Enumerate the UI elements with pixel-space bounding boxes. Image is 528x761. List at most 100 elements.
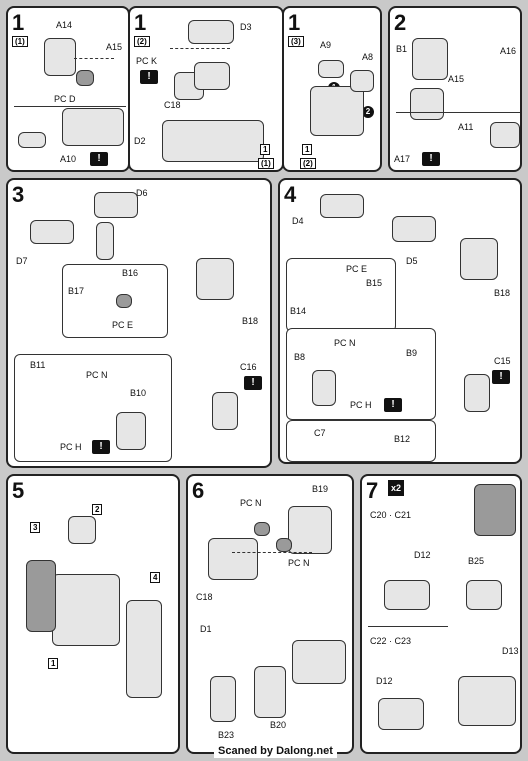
sensor-part bbox=[490, 122, 520, 148]
part-label: B8 bbox=[294, 352, 306, 362]
torso-part bbox=[208, 538, 258, 580]
step-number: 7 bbox=[366, 478, 379, 503]
assembly-arrow bbox=[74, 58, 114, 59]
part-label: D5 bbox=[406, 256, 418, 266]
part-label: D12 bbox=[414, 550, 431, 560]
part-label: D6 bbox=[136, 188, 148, 198]
part-label: D4 bbox=[292, 216, 304, 226]
step-number: 3 bbox=[12, 182, 25, 207]
part-label: C15 bbox=[494, 356, 511, 366]
poly-cap-part bbox=[116, 294, 132, 308]
assembly-arrow bbox=[232, 552, 312, 553]
step-number: 2 bbox=[394, 10, 407, 35]
torso-part bbox=[62, 108, 124, 146]
armor-part bbox=[392, 216, 436, 242]
part-label: PC H bbox=[350, 400, 372, 410]
step-number: 1 bbox=[134, 10, 147, 35]
reference-step: 1 bbox=[260, 144, 271, 155]
chest-part bbox=[310, 86, 364, 136]
part-label: PC N bbox=[334, 338, 356, 348]
part-label: PC N bbox=[288, 558, 310, 568]
step-number: 1 bbox=[288, 10, 301, 35]
poly-cap-part bbox=[276, 538, 292, 552]
warning-mark: ! bbox=[92, 440, 110, 454]
shoulder-part bbox=[162, 120, 264, 162]
part-label: B15 bbox=[366, 278, 383, 288]
waist-part bbox=[292, 640, 346, 684]
part-label: B20 bbox=[270, 720, 287, 730]
torso-part bbox=[52, 574, 120, 646]
part-label: B25 bbox=[468, 556, 485, 566]
hand-part bbox=[312, 370, 336, 406]
arm-joint bbox=[96, 222, 114, 260]
foot-sole-part bbox=[474, 484, 516, 536]
arm-part bbox=[26, 560, 56, 632]
part-label: PC E bbox=[346, 264, 368, 274]
part-label: C18 bbox=[196, 592, 213, 602]
part-label: B16 bbox=[122, 268, 139, 278]
part-label: D1 bbox=[200, 624, 212, 634]
cover-part bbox=[350, 70, 374, 92]
armor-part bbox=[320, 194, 364, 218]
cover-part bbox=[318, 60, 344, 78]
part-label: PC N bbox=[86, 370, 108, 380]
part-label: C18 bbox=[164, 100, 181, 110]
scan-credit: Scaned by Dalong.net bbox=[214, 744, 337, 758]
part-label: D7 bbox=[16, 256, 28, 266]
part-label: B1 bbox=[396, 44, 408, 54]
sub-assembly-box bbox=[62, 264, 168, 338]
sub-step-label: (2) bbox=[134, 36, 150, 47]
foot-assembly bbox=[458, 676, 516, 726]
part-label: C20 · C21 bbox=[370, 510, 412, 520]
step-number: 6 bbox=[192, 478, 205, 503]
divider-line bbox=[368, 626, 448, 627]
step-2-panel: 2 B1 A16 A15 A11 A17 ! bbox=[388, 6, 522, 172]
armor-part bbox=[30, 220, 74, 244]
part-label: B23 bbox=[218, 730, 235, 740]
assembly-arrow bbox=[170, 48, 230, 49]
callout-number: 3 bbox=[30, 522, 41, 533]
part-label: B14 bbox=[290, 306, 307, 316]
part-label: C16 bbox=[240, 362, 257, 372]
order-marker: 2 bbox=[362, 106, 374, 118]
armor-part bbox=[94, 192, 138, 218]
hand-part bbox=[116, 412, 146, 450]
part-label: A15 bbox=[106, 42, 123, 52]
warning-mark: ! bbox=[492, 370, 510, 384]
reference-step: 1 bbox=[302, 144, 313, 155]
side-part bbox=[18, 132, 46, 148]
step-number: 4 bbox=[284, 182, 297, 207]
head-part bbox=[44, 38, 76, 76]
warning-mark: ! bbox=[140, 70, 158, 84]
joint-part bbox=[188, 20, 234, 44]
step-5-panel: 5 2 3 4 1 bbox=[6, 474, 180, 754]
part-label: B12 bbox=[394, 434, 411, 444]
step-7-panel: 7 x2 C20 · C21 D12 B25 C22 · C23 D12 D13 bbox=[360, 474, 522, 754]
divider-line bbox=[14, 106, 126, 107]
part-label: PC D bbox=[54, 94, 76, 104]
part-label: A16 bbox=[500, 46, 517, 56]
foot-part bbox=[384, 580, 430, 610]
sub-assembly-box bbox=[286, 420, 436, 462]
reference-sub-step: (1) bbox=[258, 158, 274, 169]
head-part bbox=[410, 88, 444, 120]
head-part bbox=[412, 38, 448, 80]
callout-number: 1 bbox=[48, 658, 59, 669]
step-1-2-panel: 1 (2) D3 PC K ! C18 D2 1 (1) bbox=[128, 6, 284, 172]
warning-mark: ! bbox=[384, 398, 402, 412]
torso-part bbox=[288, 506, 332, 554]
poly-cap-part bbox=[254, 522, 270, 536]
part-label: D2 bbox=[134, 136, 146, 146]
step-1-3-panel: 1 (3) A9 A8 1 2 1 (2) bbox=[282, 6, 382, 172]
callout-number: 4 bbox=[150, 572, 161, 583]
part-label: B18 bbox=[242, 316, 259, 326]
part-label: PC K bbox=[136, 56, 158, 66]
sub-step-label: (1) bbox=[12, 36, 28, 47]
part-label: PC N bbox=[240, 498, 262, 508]
poly-cap-part bbox=[76, 70, 94, 86]
hand-part bbox=[464, 374, 490, 412]
foot-cover-part bbox=[466, 580, 502, 610]
warning-mark: ! bbox=[244, 376, 262, 390]
warning-mark: ! bbox=[422, 152, 440, 166]
part-label: B9 bbox=[406, 348, 418, 358]
